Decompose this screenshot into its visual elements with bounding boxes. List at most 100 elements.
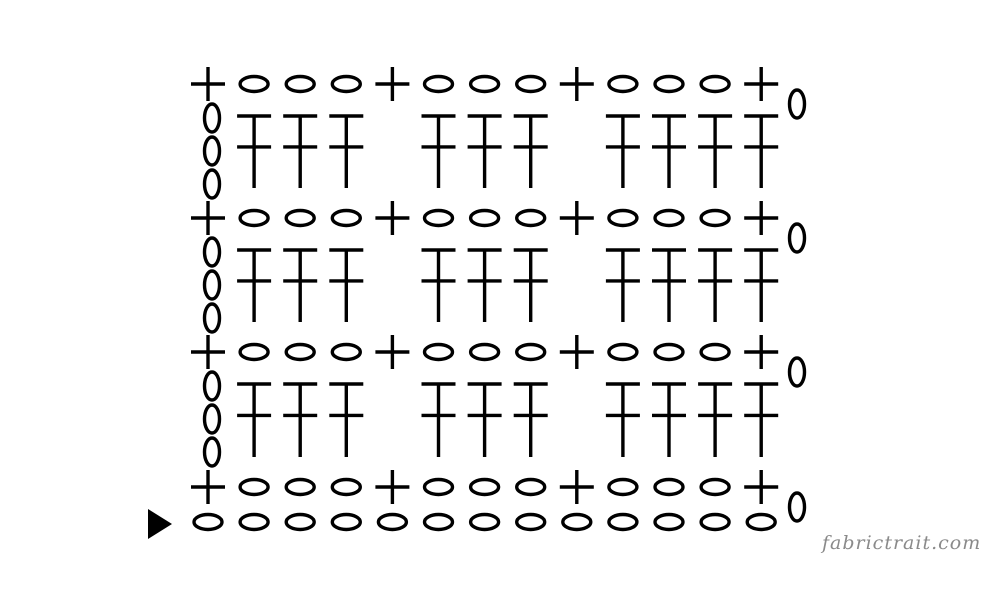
single-crochet-icon [375,335,410,369]
chain-stitch-icon [192,512,224,532]
chain-stitch-icon [787,356,807,388]
chain-stitch-icon [330,512,362,532]
chain-stitch-icon [515,342,547,362]
double-crochet-icon [237,248,272,322]
chain-stitch-icon [284,74,316,94]
chain-stitch-icon [515,208,547,228]
single-crochet-icon [375,470,410,504]
chain-stitch-icon [607,342,639,362]
double-crochet-icon [329,114,364,188]
double-crochet-icon [237,114,272,188]
chain-stitch-icon [607,512,639,532]
double-crochet-icon [421,248,456,322]
chain-stitch-icon [422,74,455,94]
foundation-chain-row [192,512,777,532]
chain-stitch-icon [787,222,807,254]
chain-stitch-icon [653,477,685,497]
chain-stitch-icon [468,477,501,497]
chain-stitch-icon [699,208,731,228]
chain-stitch-icon [202,236,222,268]
turning-chains [202,88,807,523]
chain-stitch-icon [238,477,270,497]
chain-stitch-icon [468,342,501,362]
chain-stitch-icon [422,477,455,497]
chain-stitch-icon [330,342,362,362]
chain-stitch-icon [653,512,685,532]
single-crochet-rows [191,67,779,504]
chain-stitch-icon [787,88,807,120]
double-crochet-icon [467,382,502,457]
single-crochet-icon [191,67,225,101]
chain-stitch-icon [699,342,731,362]
double-crochet-icon [652,248,686,322]
chain-stitch-icon [745,512,777,532]
double-crochet-icon [467,248,502,322]
double-crochet-icon [698,114,733,188]
double-crochet-icon [605,248,640,322]
double-crochet-icon [329,382,364,457]
single-crochet-icon [375,201,410,235]
chain-stitch-icon [653,342,685,362]
double-crochet-icon [744,382,779,457]
chain-stitch-icon [515,74,547,94]
chain-stitch-icon [515,512,547,532]
double-crochet-icon [283,248,318,322]
double-crochet-icon [605,382,640,457]
chain-stitch-icon [422,342,455,362]
double-crochet-icon [513,248,548,322]
chain-stitch-icon [699,477,731,497]
chain-stitch-icon [330,477,362,497]
single-crochet-icon [191,201,225,235]
double-crochet-icon [744,114,779,188]
single-crochet-icon [559,335,594,369]
chain-stitch-icon [699,74,731,94]
double-crochet-icon [329,248,364,322]
chain-stitch-icon [787,491,807,523]
chain-stitch-icon [202,269,222,301]
start-arrow-icon [148,509,172,539]
single-crochet-icon [744,201,779,235]
chain-stitch-icon [468,512,501,532]
chain-stitch-icon [202,370,222,402]
chain-stitch-icon [330,74,362,94]
chain-stitch-icon [284,208,316,228]
chain-stitch-icon [468,74,501,94]
chain-stitch-icon [202,102,222,134]
double-crochet-icon [652,382,686,457]
single-crochet-icon [559,67,594,101]
chain-stitch-icon [422,512,455,532]
chain-stitch-icon [561,512,593,532]
double-crochet-icon [513,114,548,188]
chain-stitch-icon [330,208,362,228]
single-crochet-icon [744,67,779,101]
chain-stitch-icon [238,208,270,228]
chain-stitch-icon [422,208,455,228]
double-crochet-icon [605,114,640,188]
double-crochet-icon [421,114,456,188]
single-crochet-icon [744,335,779,369]
chain-stitch-icon [284,477,316,497]
double-crochet-icon [652,114,686,188]
double-crochet-icon [698,382,733,457]
double-crochet-icon [744,248,779,322]
double-crochet-icon [513,382,548,457]
single-crochet-icon [191,470,225,504]
chain-stitch-icon [238,342,270,362]
single-crochet-icon [559,201,594,235]
chain-stitch-icon [238,512,270,532]
watermark: fabrictrait.com [822,532,982,554]
single-crochet-icon [744,470,779,504]
chain-stitch-icon [607,477,639,497]
double-crochet-icon [467,114,502,188]
chain-stitch-icon [468,208,501,228]
double-crochet-icon [237,382,272,457]
chain-stitch-icon [699,512,731,532]
double-crochet-icon [698,248,733,322]
chain-stitch-icon [202,302,222,334]
chain-stitch-icon [284,512,316,532]
chain-stitch-icon [202,135,222,167]
chain-stitch-icon [202,436,222,468]
double-crochet-icon [421,382,456,457]
chain-stitch-icon [202,168,222,200]
